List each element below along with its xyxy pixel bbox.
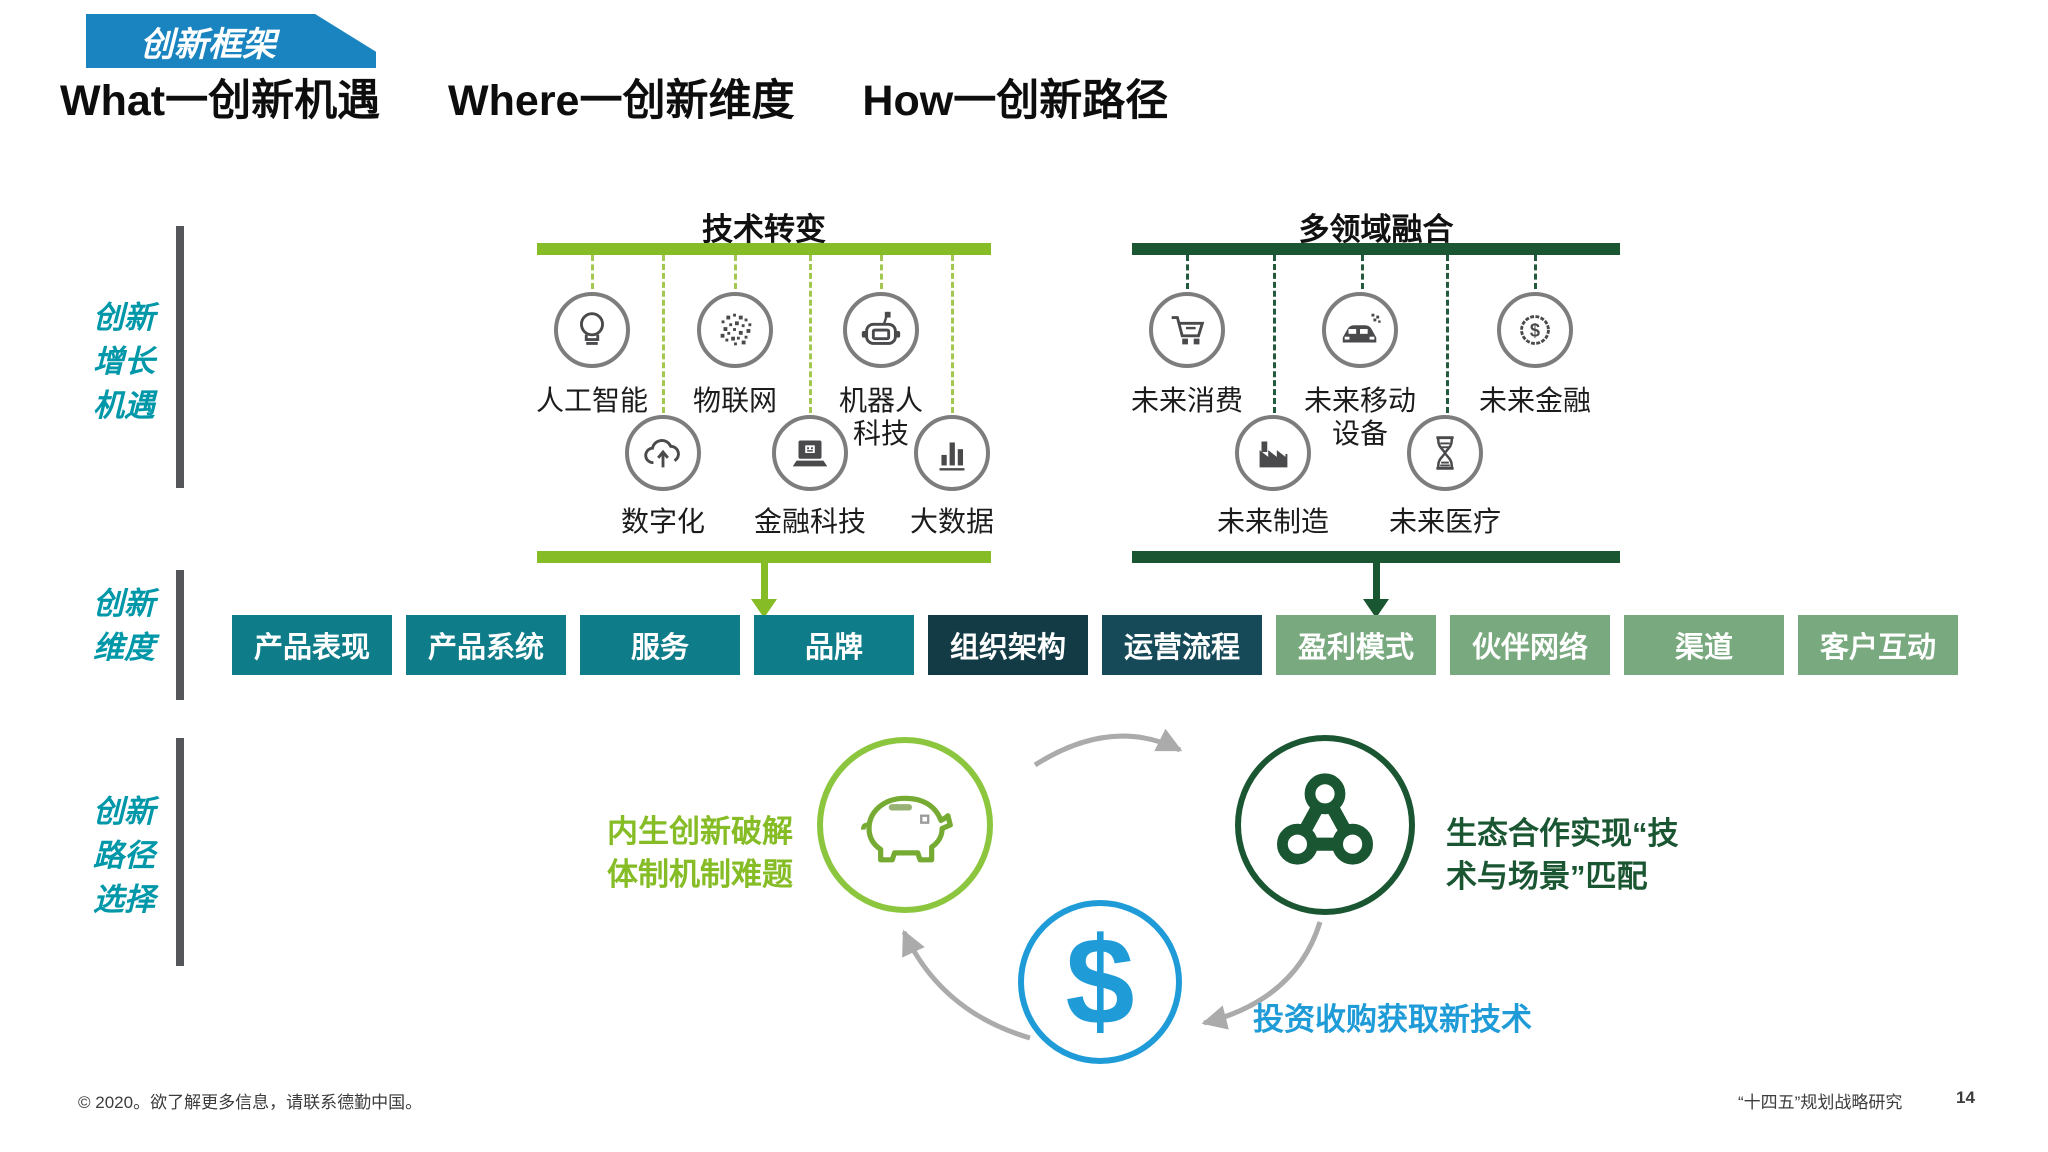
fusion-connector xyxy=(1186,255,1189,289)
ecosystem-network-circle xyxy=(1235,735,1415,915)
label-fintech: 金融科技 xyxy=(753,506,866,537)
label-bigdata: 大数据 xyxy=(909,506,994,537)
tech-top-bar xyxy=(537,243,991,255)
dollar-sign-glyph: $ xyxy=(1065,913,1135,1051)
title-where: Where一创新维度 xyxy=(448,77,795,125)
slide-tag-banner: 创新框架 xyxy=(86,14,376,68)
rail-label-path: 创新 路径 选择 xyxy=(93,794,155,917)
title-what: What一创新机遇 xyxy=(60,77,381,125)
dimension-box-profit-model: 盈利模式 xyxy=(1276,615,1436,675)
cloud-upload-icon xyxy=(644,439,680,468)
page-title: What一创新机遇 Where一创新维度 How一创新路径 xyxy=(60,66,1168,128)
endogenous-innovation-text: 内生创新破解 体制机制难题 xyxy=(607,814,793,892)
arrow-network-to-dollar xyxy=(1201,921,1323,1030)
iot-dots-icon xyxy=(720,313,752,346)
piggy-bank-icon xyxy=(860,795,953,863)
shopping-cart-icon xyxy=(1171,316,1205,345)
label-future-healthcare: 未来医疗 xyxy=(1388,506,1501,537)
label-future-finance: 未来金融 xyxy=(1478,385,1591,416)
car-icon xyxy=(1342,313,1381,343)
fusion-bottom-bar xyxy=(1132,551,1620,563)
label-iot: 物联网 xyxy=(692,385,777,416)
factory-icon xyxy=(1259,441,1288,468)
dimension-box-service: 服务 xyxy=(580,615,740,675)
footer-page-number: 14 xyxy=(1956,1088,1975,1107)
fintech-screen-icon xyxy=(792,440,828,467)
dollar-coin-icon: $ xyxy=(1520,315,1550,345)
dimension-box-product-system: 产品系统 xyxy=(406,615,566,675)
network-triangle-icon xyxy=(1277,773,1373,865)
tech-down-arrow xyxy=(761,563,768,601)
footer-copyright: © 2020。欲了解更多信息，请联系德勤中国。 xyxy=(78,1093,423,1112)
fusion-top-bar xyxy=(1132,243,1620,255)
dimension-box-brand: 品牌 xyxy=(754,615,914,675)
fusion-down-arrow xyxy=(1373,563,1380,601)
tech-connector xyxy=(662,255,665,413)
fusion-connector xyxy=(1446,255,1449,413)
finance-icon-circle: $ xyxy=(1497,292,1573,368)
consumer-icon-circle xyxy=(1149,292,1225,368)
slide-tag-label: 创新框架 xyxy=(140,25,276,64)
healthcare-icon-circle xyxy=(1407,415,1483,491)
label-ai: 人工智能 xyxy=(535,385,648,416)
rail-bar-dimension xyxy=(176,570,184,700)
piggy-bank-circle xyxy=(817,737,993,913)
fusion-connector xyxy=(1534,255,1537,289)
label-robotics: 机器人 科技 xyxy=(838,385,923,449)
title-how: How一创新路径 xyxy=(862,77,1169,125)
ai-icon-circle xyxy=(554,292,630,368)
lightbulb-icon xyxy=(580,312,604,345)
label-future-mobility: 未来移动 设备 xyxy=(1303,385,1416,449)
digital-icon-circle xyxy=(625,415,701,491)
rail-bar-path xyxy=(176,738,184,966)
tech-group-title: 技术转变 xyxy=(702,212,826,247)
fusion-connector xyxy=(1273,255,1276,413)
investment-dollar-circle: $ xyxy=(1018,900,1182,1064)
fintech-icon-circle xyxy=(772,415,848,491)
rail-bar-growth xyxy=(176,226,184,488)
tech-connector xyxy=(591,255,594,289)
fusion-down-arrowhead xyxy=(1363,599,1389,618)
robot-icon xyxy=(861,311,901,345)
iot-icon-circle xyxy=(697,292,773,368)
dimension-box-channel: 渠道 xyxy=(1624,615,1784,675)
svg-text:$: $ xyxy=(1530,321,1540,341)
tech-bottom-bar xyxy=(537,551,991,563)
dimension-box-customer-engagement: 客户互动 xyxy=(1798,615,1958,675)
investment-acquisition-text: 投资收购获取新技术 xyxy=(1253,1002,1532,1037)
dimension-box-org-structure: 组织架构 xyxy=(928,615,1088,675)
fusion-group-title: 多领域融合 xyxy=(1298,212,1454,247)
label-digital: 数字化 xyxy=(620,506,705,537)
bar-chart-icon xyxy=(939,442,965,471)
bigdata-icon-circle xyxy=(914,415,990,491)
tech-connector xyxy=(951,255,954,413)
robot-icon-circle xyxy=(843,292,919,368)
arrow-piggy-to-network xyxy=(1033,728,1183,768)
label-future-consumer: 未来消费 xyxy=(1130,385,1243,416)
rail-label-dimension: 创新 维度 xyxy=(93,586,155,665)
mobility-icon-circle xyxy=(1322,292,1398,368)
tech-down-arrowhead xyxy=(751,599,777,618)
dimension-box-partner-network: 伙伴网络 xyxy=(1450,615,1610,675)
ecosystem-cooperation-text: 生态合作实现“技 术与场景”匹配 xyxy=(1446,816,1679,894)
fusion-connector xyxy=(1361,255,1364,289)
dimension-box-operations: 运营流程 xyxy=(1102,615,1262,675)
manufacturing-icon-circle xyxy=(1235,415,1311,491)
arrow-dollar-to-piggy xyxy=(901,929,1031,1041)
tech-connector xyxy=(880,255,883,289)
rail-label-growth: 创新 增长 机遇 xyxy=(93,300,155,423)
footer-study-title: “十四五”规划战略研究 xyxy=(1738,1093,1903,1112)
label-future-manufacturing: 未来制造 xyxy=(1216,506,1329,537)
dimension-box-product-performance: 产品表现 xyxy=(232,615,392,675)
hourglass-icon xyxy=(1436,436,1454,470)
tech-connector xyxy=(809,255,812,413)
tech-connector xyxy=(734,255,737,289)
